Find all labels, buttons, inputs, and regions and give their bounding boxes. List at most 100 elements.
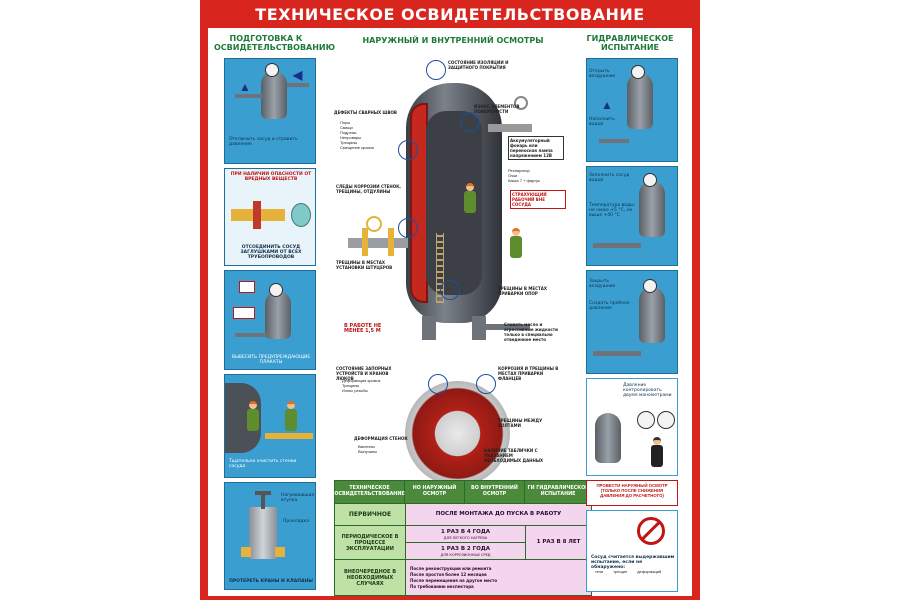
callout-ring xyxy=(398,218,418,238)
panel-caption: Температура воды: не ниже +5 °C, не выше… xyxy=(589,203,636,218)
gauge-icon xyxy=(643,173,657,187)
header-left: ПОДГОТОВКА К ОСВИДЕТЕЛЬСТВОВАНИЮ xyxy=(214,34,336,52)
worker-figure xyxy=(245,401,261,431)
callout-ring xyxy=(440,280,460,300)
callout-text: В РАБОТЕ НЕ МЕНЕЕ 1,5 М xyxy=(344,323,382,334)
tank-image xyxy=(265,291,291,339)
drain-pipe xyxy=(484,324,530,330)
right-notice: ПРОВЕСТИ НАРУЖНЫЙ ОСМОТР (ТОЛЬКО ПОСЛЕ С… xyxy=(586,480,678,506)
schedule-table: ТЕХНИЧЕСКОЕ ОСВИДЕТЕЛЬСТВОВАНИЕ НО НАРУЖ… xyxy=(334,480,592,596)
left-panel-1: ▲ ◀ Отключить сосуд и стравить давление xyxy=(224,58,316,164)
callout-ring xyxy=(460,112,480,132)
arrow-icon: ▲ xyxy=(239,80,251,94)
list-item: Смещение кромок xyxy=(340,145,375,150)
blank-plate-icon xyxy=(291,203,311,227)
warning-sign-icon xyxy=(233,307,255,319)
callout-text: Сливать масло и агрессивные жидкости тол… xyxy=(504,322,558,342)
callout-text: Аккумуляторный фонарь или переносная лам… xyxy=(508,136,564,160)
callout-ring xyxy=(476,374,496,394)
callout-text: КОРРОЗИЯ И ТРЕЩИНЫ В МЕСТАХ ПРИВАРКИ ФЛА… xyxy=(498,366,559,381)
callout-ring xyxy=(398,140,418,160)
panel-caption: Закрыть воздушник xyxy=(589,279,616,289)
right-panel-6: Сосуд считается выдержавшим испытание, е… xyxy=(586,510,678,592)
left-panel-3: ВЫВЕСИТЬ ПРЕДУПРЕЖДАЮЩИЕ ПЛАКАТЫ xyxy=(224,270,316,370)
no-entry-icon xyxy=(637,517,665,545)
tank-image xyxy=(639,287,665,343)
arrow-icon: ▲ xyxy=(601,98,613,112)
table-header: ВО ВНУТРЕННИЙ ОСМОТР xyxy=(465,481,525,503)
manhole-detail xyxy=(405,381,510,486)
valve-wheel-icon xyxy=(514,96,528,110)
worker-inside-figure xyxy=(462,183,478,213)
poster-title: ТЕХНИЧЕСКОЕ ОСВИДЕТЕЛЬСТВОВАНИЕ xyxy=(255,5,645,24)
ppe-list: Респиратор Очки Каска 7 + фартук xyxy=(508,168,558,183)
callout-text: ДЕФОРМАЦИЯ СТЕНОК xyxy=(354,436,408,441)
tank-image xyxy=(595,413,621,463)
cell-note: ДЛЯ ЛЕГКОГО НАГРЕВА xyxy=(443,535,488,540)
table-cell: ПОСЛЕ МОНТАЖА ДО ПУСКА В РАБОТУ xyxy=(405,503,591,525)
pipe xyxy=(593,243,641,248)
table-header: НО НАРУЖНЫЙ ОСМОТР xyxy=(405,481,465,503)
header-right: ГИДРАВЛИЧЕСКОЕ ИСПЫТАНИЕ xyxy=(586,34,674,52)
panel-caption: Тщательно очистить стенки сосуда xyxy=(229,459,297,469)
panel-caption: ВЫВЕСИТЬ ПРЕДУПРЕЖДАЮЩИЕ ПЛАКАТЫ xyxy=(231,355,311,365)
list-item: Вмятины xyxy=(358,444,375,449)
list-item: Очки xyxy=(508,173,518,178)
pipe xyxy=(265,433,313,439)
callout-list: Поры Свищи Подрезы Непровары Трещины Сме… xyxy=(340,120,400,150)
side-nozzle xyxy=(348,238,408,248)
list-item: Свищи xyxy=(340,125,353,130)
gauge-icon xyxy=(269,283,283,297)
list-item: После перемещения на другое место xyxy=(410,577,498,583)
table-cell: 1 РАЗ В 2 ГОДА ДЛЯ КОРРОЗИОННЫХ СРЕД xyxy=(405,542,525,559)
list-item: Респиратор xyxy=(508,168,530,173)
inspector-figure xyxy=(649,437,665,467)
poster-body: ПОДГОТОВКА К ОСВИДЕТЕЛЬСТВОВАНИЮ НАРУЖНЫ… xyxy=(208,28,692,596)
callout-text: ДЕФЕКТЫ СВАРНЫХ ШВОВ xyxy=(334,110,397,115)
table-cell: 1 РАЗ В 4 ГОДА ДЛЯ ЛЕГКОГО НАГРЕВА xyxy=(405,525,525,542)
tank-image xyxy=(627,73,653,129)
top-nozzle xyxy=(488,124,532,132)
header-center: НАРУЖНЫЙ И ВНУТРЕННИЙ ОСМОТРЫ xyxy=(362,36,544,45)
right-panel-3: Закрыть воздушник Создать пробное давлен… xyxy=(586,270,678,374)
list-item: Поры xyxy=(340,120,351,125)
callout-text: СОСТОЯНИЕ ИЗОЛЯЦИИ И ЗАЩИТНОГО ПОКРЫТИЯ xyxy=(448,60,509,70)
panel-caption: Сосуд считается выдержавшим испытание, е… xyxy=(591,555,675,570)
callout-ring xyxy=(428,374,448,394)
list-item: По требованию инспектора xyxy=(410,583,474,589)
list-item: Каска 7 + фартук xyxy=(508,178,540,183)
tank-image xyxy=(639,181,665,237)
list-item: течи xyxy=(595,569,604,574)
panel-heading: ПРИ НАЛИЧИИ ОПАСНОСТИ ОТ ВРЕДНЫХ ВЕЩЕСТВ xyxy=(230,172,312,182)
left-panel-5: Нагревающая втулка Прокладка ПРОТЕРЕТЬ К… xyxy=(224,482,316,590)
callout-text: ТРЕЩИНЫ В МЕСТАХ УСТАНОВКИ ШТУЦЕРОВ xyxy=(336,260,393,270)
list-item: трещин xyxy=(613,569,628,574)
right-panel-1: ▲ Открыть воздушник Наполнить водой xyxy=(586,58,678,162)
list-item: Подрезы xyxy=(340,130,357,135)
gauge-icon xyxy=(631,65,645,79)
vessel-illustration xyxy=(406,83,502,323)
panel-caption: ПРОТЕРЕТЬ КРАНЫ И КЛАПАНЫ xyxy=(229,579,313,584)
pipe xyxy=(287,83,309,87)
list-item: Выпучины xyxy=(358,449,378,454)
callout-text: ТРЕЩИНЫ В МЕСТАХ ПРИВАРКИ ОПОР xyxy=(498,286,547,296)
list-item: Деформация кромок xyxy=(342,378,381,383)
table-header: ТЕХНИЧЕСКОЕ ОСВИДЕТЕЛЬСТВОВАНИЕ xyxy=(334,481,405,503)
cell-value: 1 РАЗ В 2 ГОДА xyxy=(440,545,491,552)
valve-stem xyxy=(261,493,265,509)
callout-text: ТРЕЩИНЫ МЕЖДУ БОЛТАМИ xyxy=(498,418,543,428)
flange-left xyxy=(362,228,368,256)
left-panel-4: Тщательно очистить стенки сосуда xyxy=(224,374,316,478)
support-leg xyxy=(472,316,486,340)
table-cell: 1 РАЗ В 8 ЛЕТ xyxy=(525,525,591,559)
panel-caption: Давление контролировать двумя манометрам… xyxy=(623,383,672,398)
worker-figure xyxy=(283,401,299,431)
table-row-label: ВНЕОЧЕРЕДНОЕ В НЕОБХОДИМЫХ СЛУЧАЯХ xyxy=(335,559,405,595)
warning-sign-icon xyxy=(239,281,255,293)
gauge-icon xyxy=(657,411,675,429)
table-row-label: ПЕРВИЧНОЕ xyxy=(335,503,405,525)
list-item: После реконструкции или ремонта xyxy=(410,565,492,571)
list-item: Трещины xyxy=(342,383,360,388)
table-header: ГИ ГИДРАВЛИЧЕСКОЕ ИСПЫТАНИЕ xyxy=(525,481,591,503)
callout-text: НАЛИЧИЕ ТАБЛИЧКИ С УКАЗАНИЕМ НЕОБХОДИМЫХ… xyxy=(484,448,544,463)
